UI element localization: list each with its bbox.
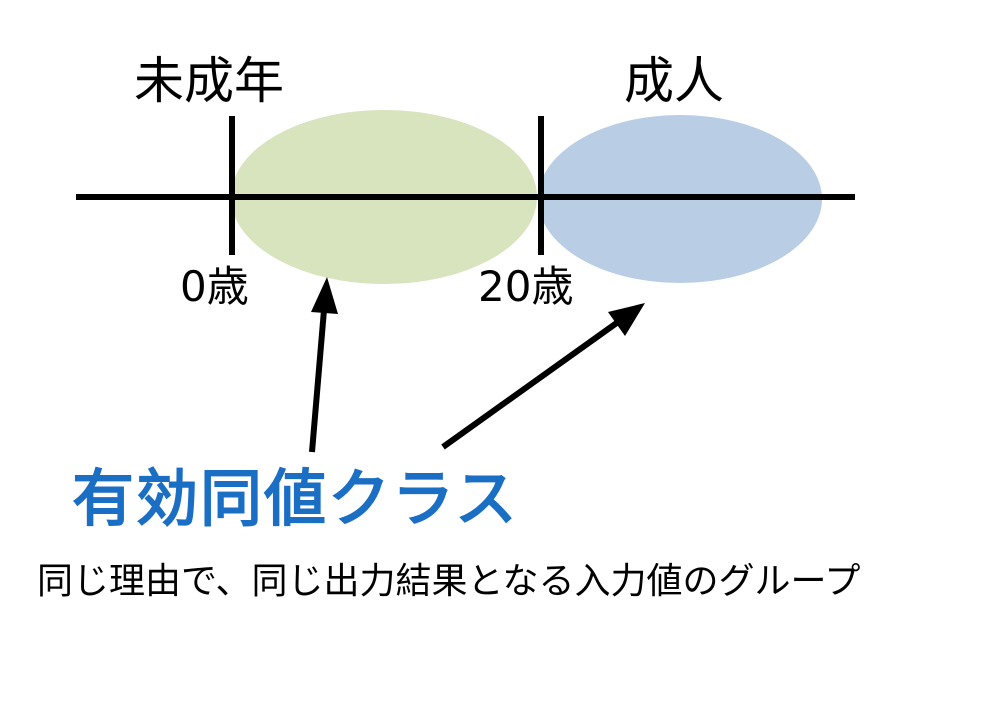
arrow-to-minor — [309, 277, 338, 453]
age-20-label: 20歳 — [478, 262, 574, 311]
arrow-to-adult — [441, 303, 645, 450]
equivalence-class-description: 同じ理由で、同じ出力結果となる入力値のグループ — [37, 561, 861, 602]
adult-label: 成人 — [624, 52, 724, 110]
minor-label: 未成年 — [134, 52, 284, 110]
age-0-label: 0歳 — [180, 262, 249, 311]
equivalence-class-title: 有効同値クラス — [72, 462, 519, 535]
